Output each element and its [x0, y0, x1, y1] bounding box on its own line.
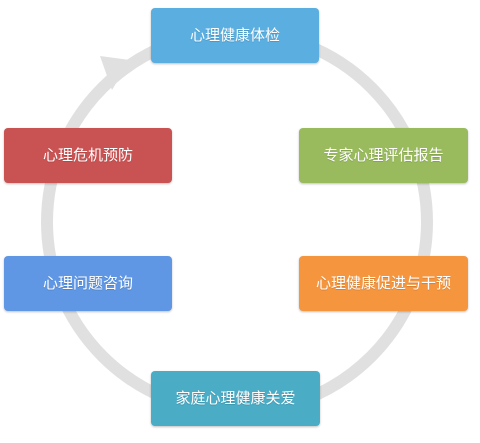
step-label: 专家心理评估报告 [323, 146, 444, 164]
step-label: 心理问题咨询 [42, 274, 133, 292]
cycle-arrow-icon [100, 56, 130, 90]
step-expert-report: 专家心理评估报告 [299, 128, 468, 183]
step-counseling: 心理问题咨询 [4, 256, 172, 311]
step-label: 家庭心理健康关爱 [175, 389, 296, 407]
step-family-care: 家庭心理健康关爱 [151, 371, 320, 426]
step-psych-checkup: 心理健康体检 [151, 8, 319, 63]
cycle-ring-track [41, 26, 433, 418]
step-promotion-intervention: 心理健康促进与干预 [299, 256, 468, 311]
step-label: 心理健康促进与干预 [315, 274, 451, 292]
step-label: 心理危机预防 [42, 146, 133, 164]
step-crisis-prevention: 心理危机预防 [4, 128, 172, 183]
step-label: 心理健康体检 [189, 26, 280, 44]
